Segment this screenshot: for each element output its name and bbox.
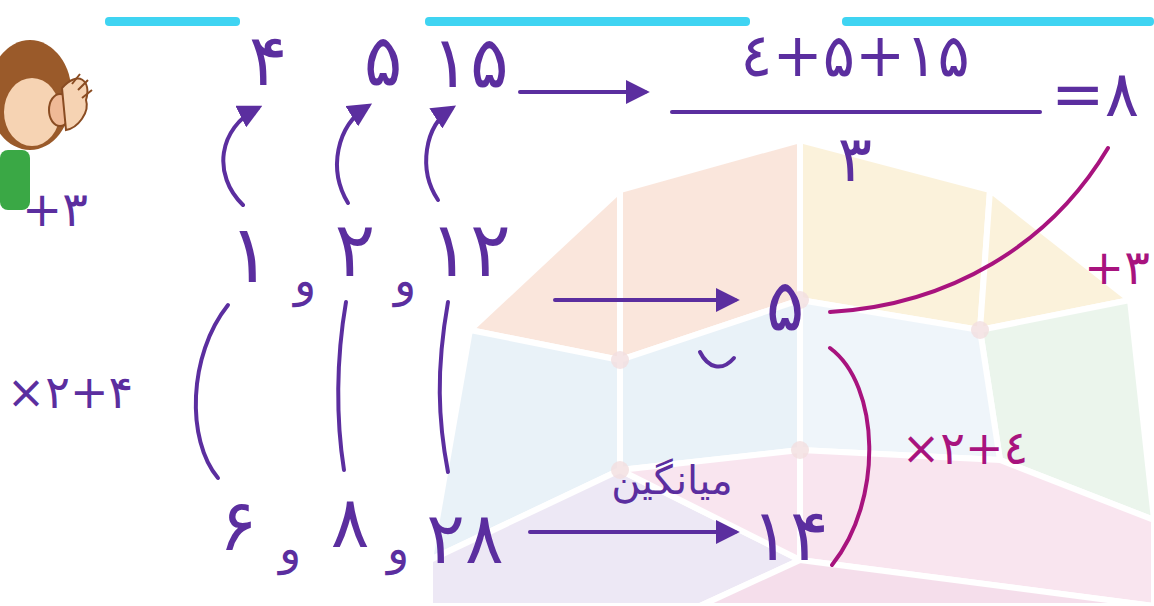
up-arrow <box>426 108 452 200</box>
handwritten-label: و <box>387 522 409 575</box>
handwritten-label: +۳ <box>1084 240 1150 295</box>
purple-strokes <box>196 92 1040 532</box>
handwritten-label: ×۲+٤ <box>902 422 1029 475</box>
link-line <box>440 302 448 472</box>
handwritten-label: ۱۵ <box>431 21 508 104</box>
magenta-strokes <box>830 148 1108 565</box>
child-hand <box>62 79 87 130</box>
handwritten-label: و <box>279 522 301 575</box>
handwritten-label: ۲۸ <box>426 497 503 580</box>
child-hair <box>0 40 72 150</box>
handwritten-label: ×۲+۴ <box>7 366 134 419</box>
handwritten-label: ۱۲ <box>429 206 511 293</box>
handwritten-label: ۴ <box>249 19 288 102</box>
handwritten-label: =۸ <box>1051 58 1139 132</box>
dome-joint <box>611 351 629 369</box>
handwritten-label: ۸ <box>331 481 370 564</box>
handwritten-label: و <box>294 254 316 307</box>
bracket-line <box>830 348 869 565</box>
handwritten-label: ۶ <box>219 484 258 567</box>
fraction-bar <box>672 110 1040 114</box>
handwritten-label: ۵ <box>766 264 805 347</box>
check-mark <box>700 352 734 367</box>
right-arrow <box>520 90 645 94</box>
dome-joint <box>791 441 809 459</box>
handwritten-label: +۳ <box>22 182 88 237</box>
link-line <box>338 302 346 470</box>
handwritten-label: و <box>394 254 416 307</box>
geodesic-dome <box>430 140 1154 606</box>
handwritten-label: ٤+۵+۱۵ <box>740 21 969 90</box>
child-fingers <box>72 74 92 98</box>
handwritten-label: ۱ <box>229 209 272 301</box>
handwritten-label: ۱۴ <box>751 494 828 577</box>
header-bar <box>105 17 240 26</box>
handwritten-label: ۳ <box>838 123 872 197</box>
up-arrow <box>223 108 258 205</box>
up-arrow <box>337 106 368 203</box>
dome-joint <box>971 321 989 339</box>
right-arrow <box>530 530 735 534</box>
right-arrow <box>555 298 735 302</box>
bracket-line <box>196 305 228 478</box>
handwritten-label: ۵ <box>364 19 403 102</box>
handwritten-label: میانگین <box>611 457 732 503</box>
handwritten-label: ۲ <box>335 206 376 293</box>
